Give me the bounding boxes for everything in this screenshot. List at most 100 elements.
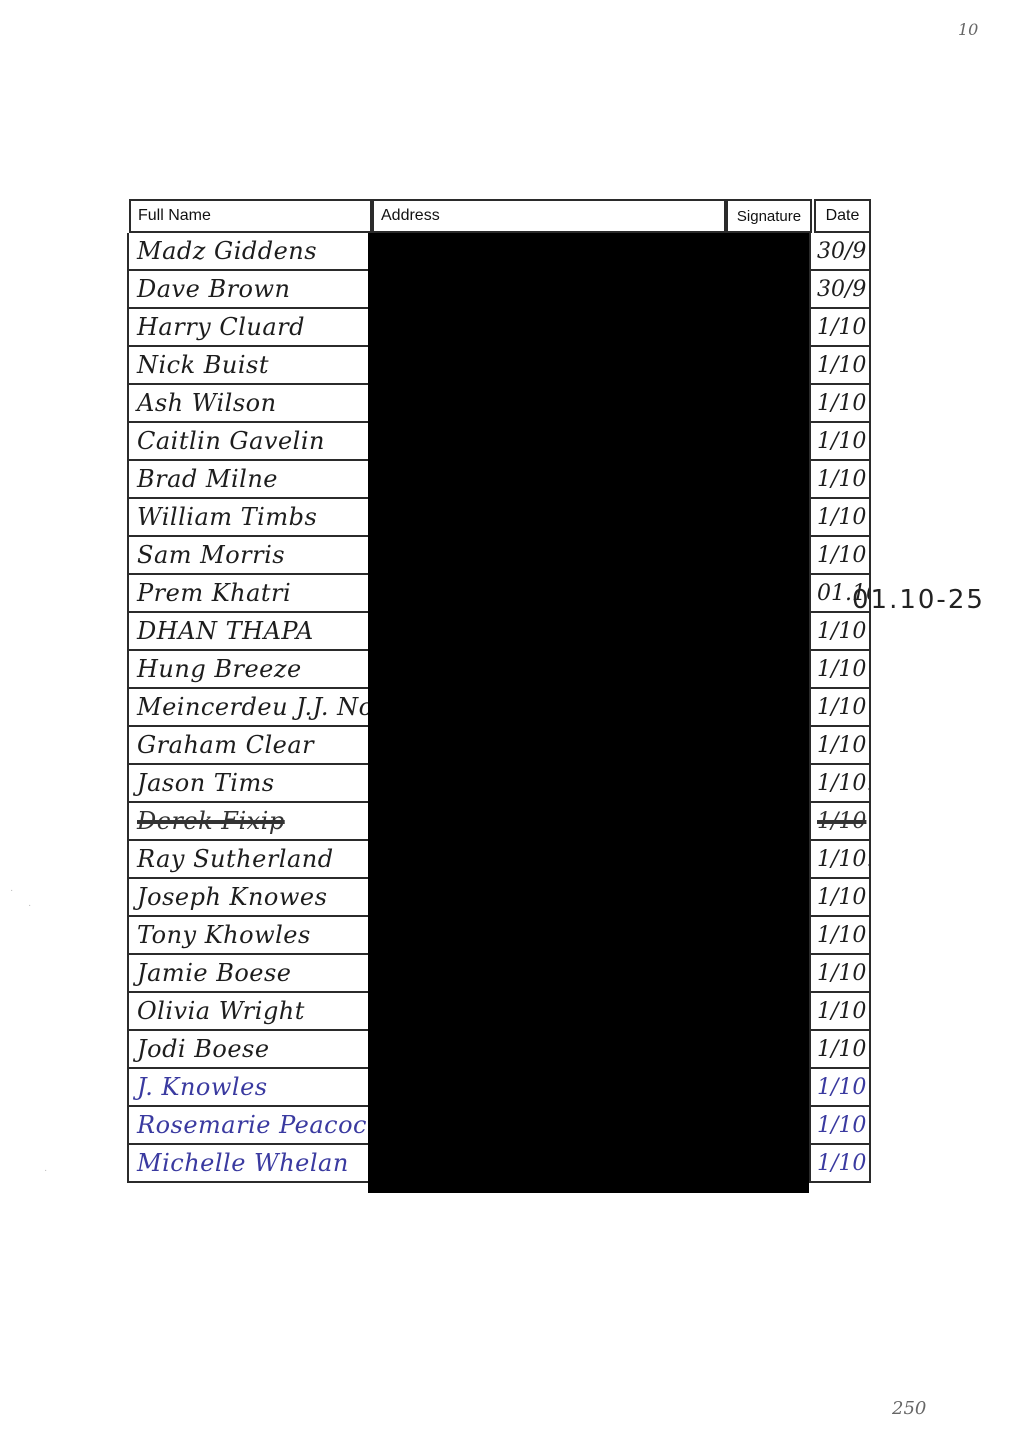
date-text: 1/10: [817, 884, 867, 910]
name-cell: Dave Brown: [127, 271, 370, 309]
date-text: 1/10.: [817, 770, 871, 796]
name-cell: Rosemarie Peacock: [127, 1107, 370, 1145]
date-text: 1/10: [817, 732, 867, 758]
date-text: 1/10: [817, 352, 867, 378]
name-cell: William Timbs: [127, 499, 370, 537]
page-number-top: 10: [958, 20, 979, 39]
header-date: Date: [814, 199, 871, 233]
date-text: 1/10: [817, 656, 867, 682]
date-cell: 1/10: [809, 1069, 871, 1107]
date-cell: 1/10: [809, 1031, 871, 1069]
name-text: Jodi Boese: [137, 1035, 270, 1063]
scan-speck: ·: [10, 885, 14, 896]
date-cell: 1/10: [809, 537, 871, 575]
date-cell: 1/10: [809, 651, 871, 689]
name-text: Madz Giddens: [137, 237, 318, 265]
date-cell: 1/10: [809, 347, 871, 385]
name-text: Harry Cluard: [137, 313, 306, 341]
date-text: 1/10: [817, 390, 867, 416]
date-text: 1/10: [817, 1112, 867, 1138]
name-text: Ash Wilson: [137, 389, 277, 417]
name-cell: Tony Khowles: [127, 917, 370, 955]
redaction-block: [368, 233, 809, 1193]
name-text: Olivia Wright: [137, 997, 305, 1025]
header-signature: Signature: [726, 199, 812, 233]
name-cell: Derek Fixip: [127, 803, 370, 841]
date-cell: 1/10: [809, 689, 871, 727]
date-cell: 30/9: [809, 271, 871, 309]
name-cell: Sam Morris: [127, 537, 370, 575]
name-cell: Olivia Wright: [127, 993, 370, 1031]
name-text: Derek Fixip: [137, 807, 285, 835]
date-cell: 1/10.: [809, 765, 871, 803]
margin-note: 01.10-25: [852, 585, 985, 615]
date-cell: 1/10: [809, 385, 871, 423]
header-address: Address: [372, 199, 726, 233]
header-full-name: Full Name: [129, 199, 372, 233]
date-text: 1/10: [817, 618, 867, 644]
date-text: 30/9: [817, 276, 867, 302]
name-text: Nick Buist: [137, 351, 270, 379]
name-text: Caitlin Gavelin: [137, 427, 325, 455]
header-signature-label: Signature: [736, 207, 802, 225]
date-cell: 1/10: [809, 1107, 871, 1145]
name-text: Rosemarie Peacock: [137, 1111, 370, 1139]
date-cell: 1/10: [809, 993, 871, 1031]
date-cell: 1/10: [809, 1145, 871, 1183]
date-text: 1/10: [817, 922, 867, 948]
date-cell: 1/10: [809, 879, 871, 917]
date-text: 1/10: [817, 428, 867, 454]
name-text: Jamie Boese: [137, 959, 292, 987]
name-text: DHAN THAPA: [137, 617, 314, 645]
name-text: Prem Khatri: [137, 579, 292, 607]
name-cell: Jason Tims: [127, 765, 370, 803]
date-cell: 1/10: [809, 461, 871, 499]
name-text: Hung Breeze: [137, 655, 302, 683]
scan-speck: ·: [28, 900, 32, 911]
name-cell: Harry Cluard: [127, 309, 370, 347]
name-cell: DHAN THAPA: [127, 613, 370, 651]
date-cell: 1/10: [809, 499, 871, 537]
name-cell: Jodi Boese: [127, 1031, 370, 1069]
name-cell: Michelle Whelan: [127, 1145, 370, 1183]
name-text: Jason Tims: [137, 769, 275, 797]
date-cell: 1/10: [809, 727, 871, 765]
date-cell: 01.10: [809, 575, 871, 613]
name-text: Joseph Knowes: [137, 883, 328, 911]
name-cell: Caitlin Gavelin: [127, 423, 370, 461]
name-text: J. Knowles: [137, 1073, 268, 1101]
date-text: 1/10: [817, 504, 867, 530]
name-text: Meincerdeu J.J. No: [137, 693, 370, 721]
date-cell: 1/10: [809, 309, 871, 347]
date-cell: 1/10: [809, 803, 871, 841]
name-cell: Ray Sutherland: [127, 841, 370, 879]
date-text: 1/10: [817, 960, 867, 986]
name-cell: Meincerdeu J.J. No: [127, 689, 370, 727]
date-column: 30/9 30/9 1/10 1/10 1/10 1/10 1/10 1/10 1/10 01.1…: [809, 233, 871, 1183]
name-text: Tony Khowles: [137, 921, 311, 949]
name-text: Graham Clear: [137, 731, 315, 759]
date-text: 1/10: [817, 466, 867, 492]
name-text: Sam Morris: [137, 541, 286, 569]
date-cell: 1/10: [809, 423, 871, 461]
page-number-bottom: 250: [892, 1398, 927, 1419]
name-cell: Jamie Boese: [127, 955, 370, 993]
date-cell: 1/10.: [809, 841, 871, 879]
date-text: 1/10: [817, 1036, 867, 1062]
date-text: 30/9: [817, 238, 867, 264]
date-text: 01.10: [817, 580, 869, 606]
name-text: Ray Sutherland: [137, 845, 334, 873]
scan-speck: ·: [44, 1165, 48, 1176]
date-text: 1/10: [817, 314, 867, 340]
name-cell: Ash Wilson: [127, 385, 370, 423]
date-cell: 30/9: [809, 233, 871, 271]
date-cell: 1/10: [809, 955, 871, 993]
name-cell: Prem Khatri: [127, 575, 370, 613]
name-cell: Nick Buist: [127, 347, 370, 385]
date-text: 1/10: [817, 808, 867, 834]
name-cell: Joseph Knowes: [127, 879, 370, 917]
date-text: 1/10: [817, 1074, 867, 1100]
date-cell: 1/10: [809, 613, 871, 651]
header-full-name-label: Full Name: [138, 207, 211, 224]
